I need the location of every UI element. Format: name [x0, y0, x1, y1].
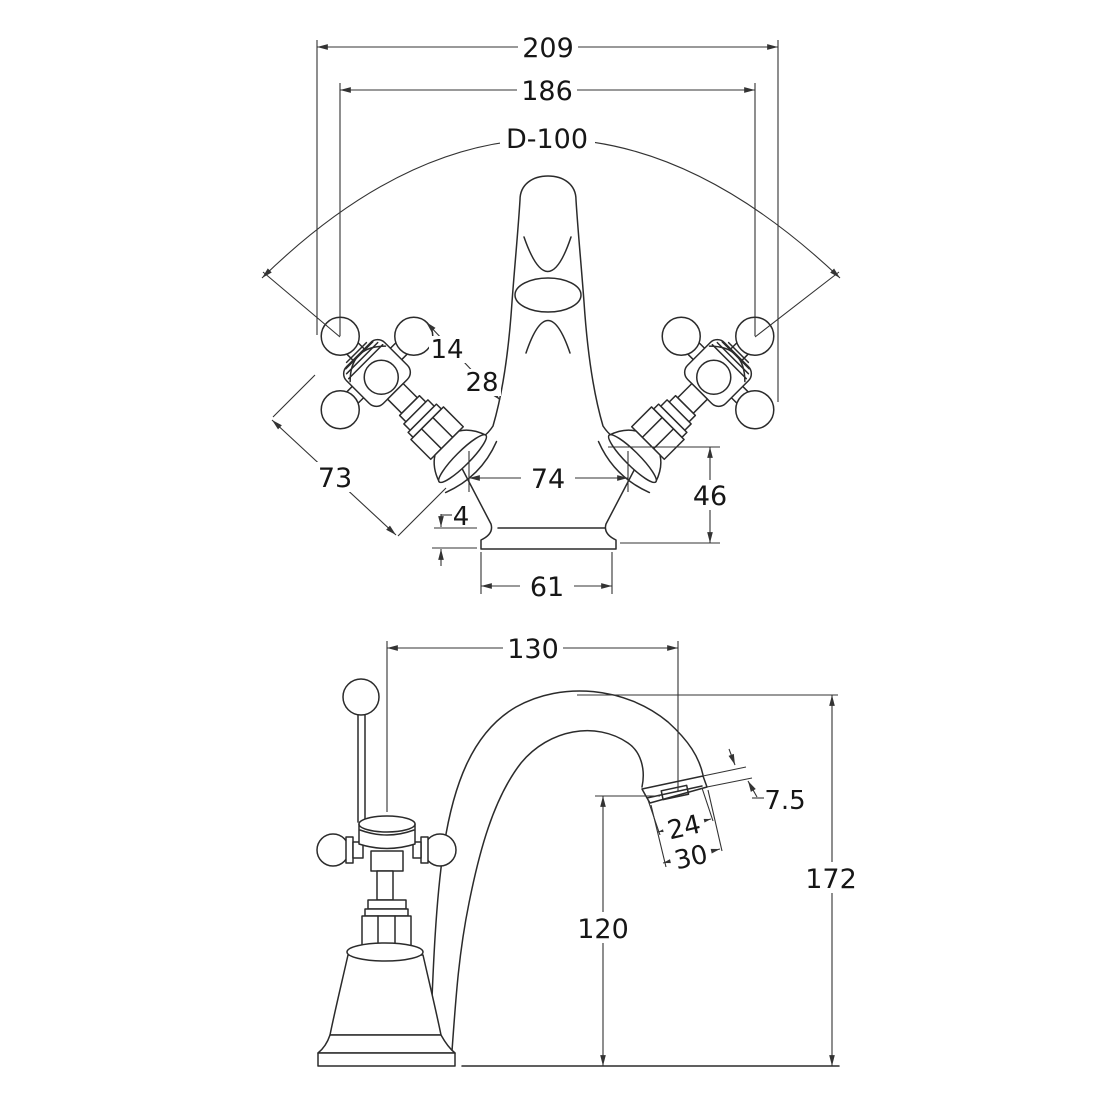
- dim-base-width: 61: [480, 552, 613, 603]
- dim-overall-width-label: 209: [522, 33, 574, 64]
- front-spout-curve-lower: [525, 320, 571, 354]
- side-view: 130 172 120 7.5: [316, 633, 860, 1067]
- side-handle-hub-top: [358, 815, 416, 833]
- side-ring: [367, 899, 407, 910]
- dim-handle-span-label: 186: [521, 76, 573, 107]
- dim-overall-height-label: 172: [805, 864, 857, 895]
- dim-spout-end-width-label: 30: [672, 840, 711, 877]
- side-handle-ball-left: [316, 833, 350, 867]
- dim-base-plate: 4: [432, 502, 477, 566]
- side-stem: [376, 870, 394, 901]
- spout-tip-faces: [641, 775, 708, 804]
- side-spout-tip: [641, 775, 708, 804]
- side-handle-hub-rim: [359, 829, 415, 836]
- side-base: [317, 942, 456, 1067]
- side-spout-outer-curve: [429, 690, 704, 1052]
- dim-body-width: 74: [468, 451, 629, 495]
- popup-rod: [357, 713, 366, 823]
- dim-swing-diameter-label: D-100: [506, 124, 588, 155]
- front-view: 209 186 D-100 14 28: [261, 32, 841, 603]
- side-bell-rim: [346, 942, 424, 962]
- side-handle: [316, 815, 457, 867]
- dim-handle-detail: 14 28: [425, 321, 501, 401]
- dim-handle-clearance-label: 28: [465, 368, 498, 398]
- side-handle-joint-left: [345, 836, 354, 864]
- side-handle-arm-right: [412, 841, 422, 859]
- dim-spout-reach: 130: [386, 633, 679, 812]
- front-dimensions: 209 186 D-100 14 28: [261, 32, 841, 603]
- dim-aerator-width: 24: [647, 787, 714, 847]
- dim-spout-end-width: 30: [650, 789, 723, 877]
- dim-body-height-label: 46: [693, 481, 727, 512]
- dim-swing-arc: D-100: [261, 122, 841, 338]
- side-valve-stack: [361, 850, 412, 951]
- dim-handle-span: 186: [339, 75, 756, 336]
- dim-base-width-label: 61: [530, 572, 564, 603]
- dim-overall-width: 209: [316, 32, 779, 402]
- aerator: [660, 784, 690, 801]
- dim-outlet-height: 120: [575, 795, 660, 1066]
- side-spout-inner-curve: [451, 730, 644, 1052]
- dim-spout-lip-label: 7.5: [764, 786, 805, 816]
- dim-handle-length-label: 73: [318, 463, 352, 494]
- dim-aerator-width-label: 24: [665, 810, 704, 847]
- dim-base-plate-label: 4: [453, 502, 470, 532]
- dim-overall-height: 172: [577, 694, 860, 1066]
- dim-body-height: 46: [608, 446, 736, 544]
- side-handle-arm-left: [352, 841, 364, 859]
- dim-handle-length: 73: [271, 374, 447, 537]
- popup-rod-ball: [342, 678, 380, 716]
- dim-spout-reach-label: 130: [507, 634, 559, 665]
- dim-handle-detail-label: 14: [430, 335, 463, 365]
- front-spout-collar-ellipse: [514, 277, 582, 313]
- dim-body-width-label: 74: [531, 464, 565, 495]
- front-body-outline: [442, 175, 655, 550]
- side-bell: [329, 954, 442, 1036]
- side-handle-joint-right: [420, 836, 429, 864]
- side-base-bevel: [317, 1034, 456, 1054]
- side-nut-plate: [364, 908, 409, 917]
- dim-spout-lip: 7.5: [702, 748, 806, 816]
- side-handle-ball-right: [423, 833, 457, 867]
- dim-outlet-height-label: 120: [577, 914, 629, 945]
- side-base-flange: [317, 1052, 456, 1067]
- side-collar: [370, 850, 404, 872]
- side-dimensions: 130 172 120 7.5: [386, 633, 860, 1067]
